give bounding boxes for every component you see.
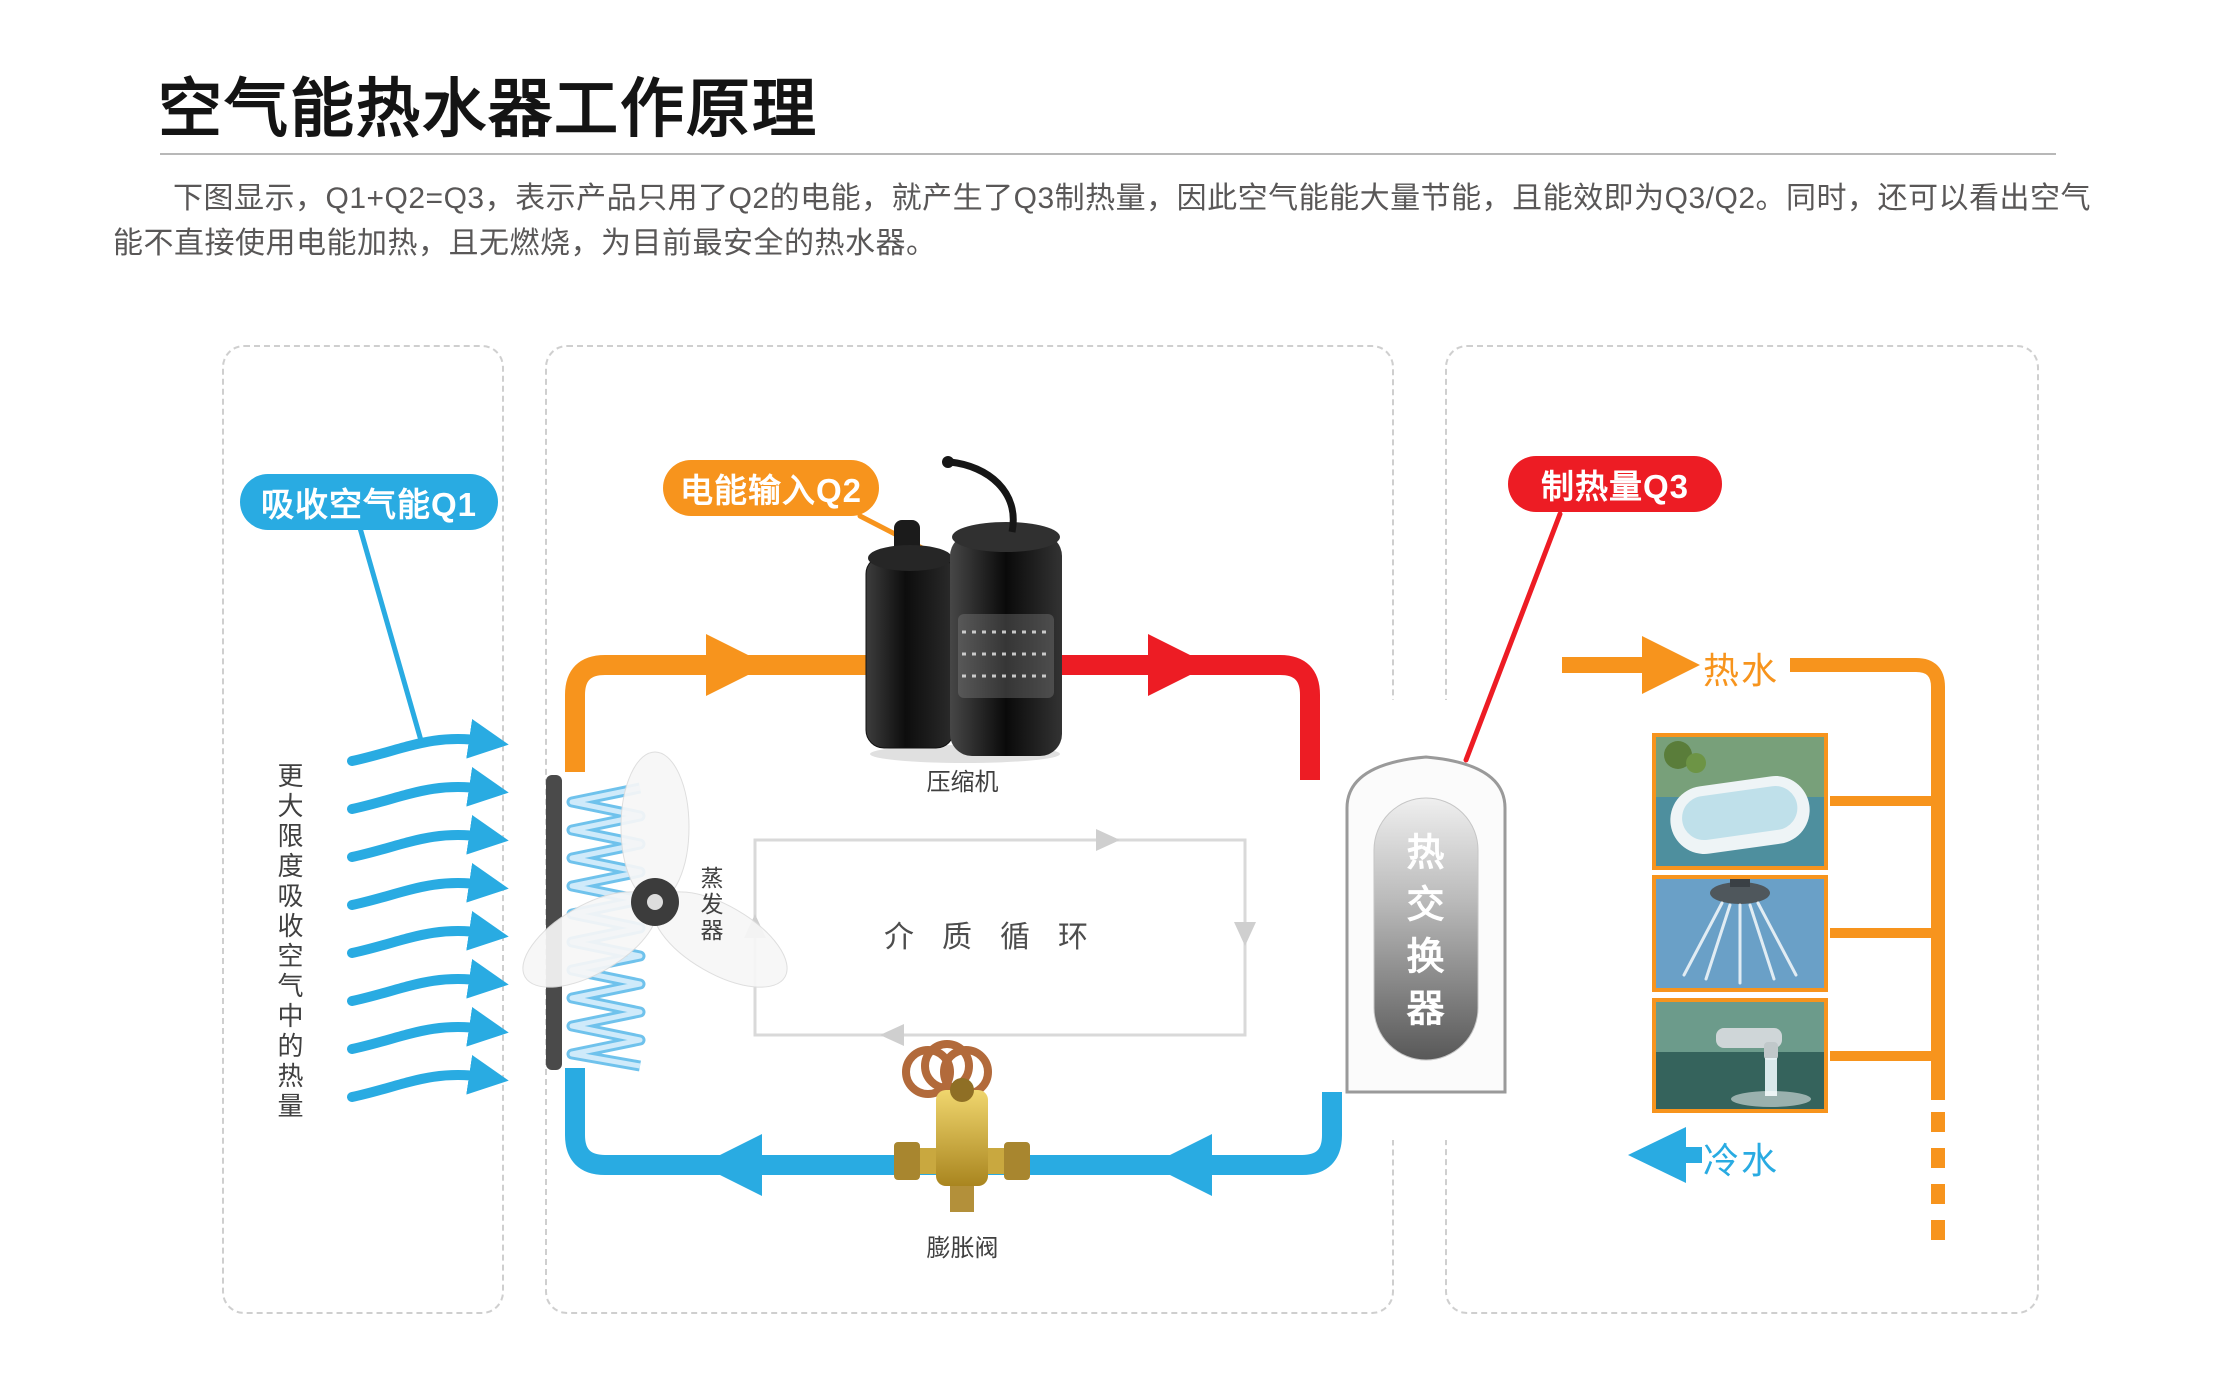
- bathtub-photo: [1652, 733, 1828, 870]
- badge-q3-heat: 制热量Q3: [1508, 456, 1722, 512]
- shower-icon: [1656, 879, 1824, 988]
- bathtub-icon: [1656, 737, 1824, 866]
- badge-q2-power: 电能输入Q2: [663, 460, 879, 516]
- medium-cycle-label: 介质循环: [884, 921, 1116, 954]
- hot-water-line: [1562, 636, 1945, 1240]
- page-title: 空气能热水器工作原理: [158, 73, 818, 145]
- evaporator-label: 蒸发器: [697, 866, 723, 944]
- air-intake-arrows-icon: [347, 719, 509, 1102]
- expansion-valve-label: 膨胀阀: [926, 1235, 999, 1262]
- compressor-unit: [865, 456, 1062, 763]
- shower-photo: [1652, 875, 1828, 992]
- orange-flow-arrow-icon: [706, 634, 768, 696]
- air-absorb-note: 更大限度吸收空气中的热量: [274, 762, 304, 1122]
- pipe-evaporator-to-compressor: [565, 655, 1005, 772]
- faucet-icon: [1656, 1002, 1824, 1109]
- blue-flow-arrow-left-icon: [700, 1134, 762, 1196]
- blue-flow-arrow-right-icon: [1150, 1134, 1212, 1196]
- red-flow-arrow-icon: [1148, 634, 1210, 696]
- hot-water-label: 热水: [1703, 650, 1780, 691]
- cold-water-line: [1628, 1127, 1702, 1183]
- badge-q1-air: 吸收空气能Q1: [240, 474, 498, 530]
- cold-water-label: 冷水: [1703, 1140, 1780, 1181]
- compressor-label: 压缩机: [926, 769, 999, 796]
- heat-exchanger-label: 热交换器: [1400, 832, 1442, 1040]
- intro-paragraph: 下图显示，Q1+Q2=Q3，表示产品只用了Q2的电能，就产生了Q3制热量，因此空…: [113, 182, 2092, 260]
- expansion-valve: [894, 1040, 1030, 1212]
- title-divider: [160, 153, 2056, 155]
- faucet-photo: [1652, 998, 1828, 1113]
- heat-exchanger-tank: [1345, 755, 1507, 1094]
- pipe-compressor-to-exchanger: [1005, 655, 1320, 780]
- q1-leader-line: [357, 525, 425, 747]
- evaporator-fan-icon: [522, 751, 788, 988]
- q3-leader-line: [1463, 511, 1563, 763]
